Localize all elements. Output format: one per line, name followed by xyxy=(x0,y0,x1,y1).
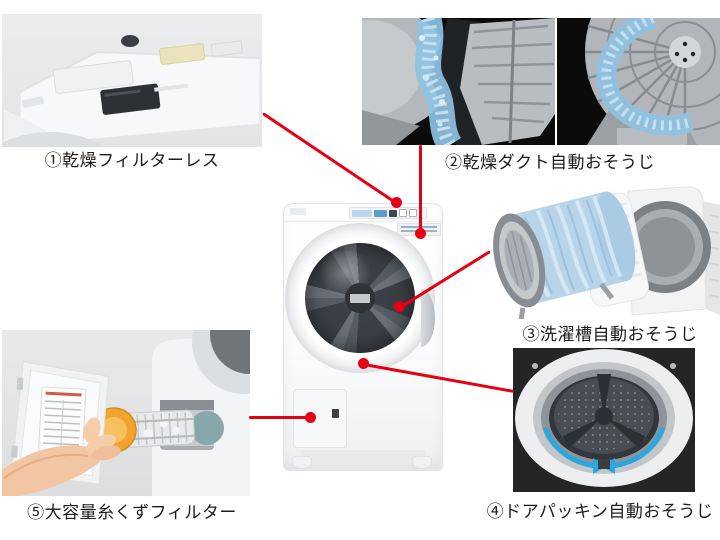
photo-lint-filter xyxy=(2,330,250,496)
machine-foot-left xyxy=(292,456,312,469)
washing-machine-illustration xyxy=(283,203,443,471)
brand-logo-mark xyxy=(290,208,306,215)
control-panel xyxy=(349,207,427,219)
feature-label-1: ①乾燥フィルターレス xyxy=(44,151,220,170)
display-segment xyxy=(352,209,372,217)
display-segment xyxy=(374,209,387,217)
door-ring xyxy=(285,223,435,373)
connector-dot-5 xyxy=(305,412,316,423)
feature-label-3: ③洗濯槽自動おそうじ xyxy=(522,325,698,344)
feature-label-5: ⑤大容量糸くずフィルター xyxy=(27,503,237,522)
connector-dot-3 xyxy=(394,301,405,312)
feature-label-4: ④ドアパッキン自動おそうじ xyxy=(486,502,714,521)
photo-wash-tub-auto-clean xyxy=(470,175,720,319)
machine-top-seam xyxy=(284,221,442,222)
connector-line-2 xyxy=(419,145,422,234)
feature-label-2: ②乾燥ダクト自動おそうじ xyxy=(445,153,655,172)
photo-drying-filterless xyxy=(2,14,262,147)
drum-hub xyxy=(345,283,375,313)
photo-drying-duct-clean-left xyxy=(362,18,555,145)
panel-button xyxy=(409,209,417,217)
display-segment xyxy=(389,209,397,217)
drum-window xyxy=(305,243,415,353)
door-handle xyxy=(421,289,435,347)
filter-door-handle xyxy=(332,409,339,418)
connector-dot-2 xyxy=(415,228,426,239)
connector-line-5 xyxy=(249,416,312,419)
panel-button xyxy=(399,209,407,217)
connector-dot-1 xyxy=(391,197,402,208)
photo-drying-duct-clean-right xyxy=(557,18,720,145)
machine-base xyxy=(301,450,425,463)
machine-foot-right xyxy=(412,456,432,469)
photo-door-packing-auto-clean xyxy=(513,348,695,492)
connector-dot-4 xyxy=(358,358,369,369)
